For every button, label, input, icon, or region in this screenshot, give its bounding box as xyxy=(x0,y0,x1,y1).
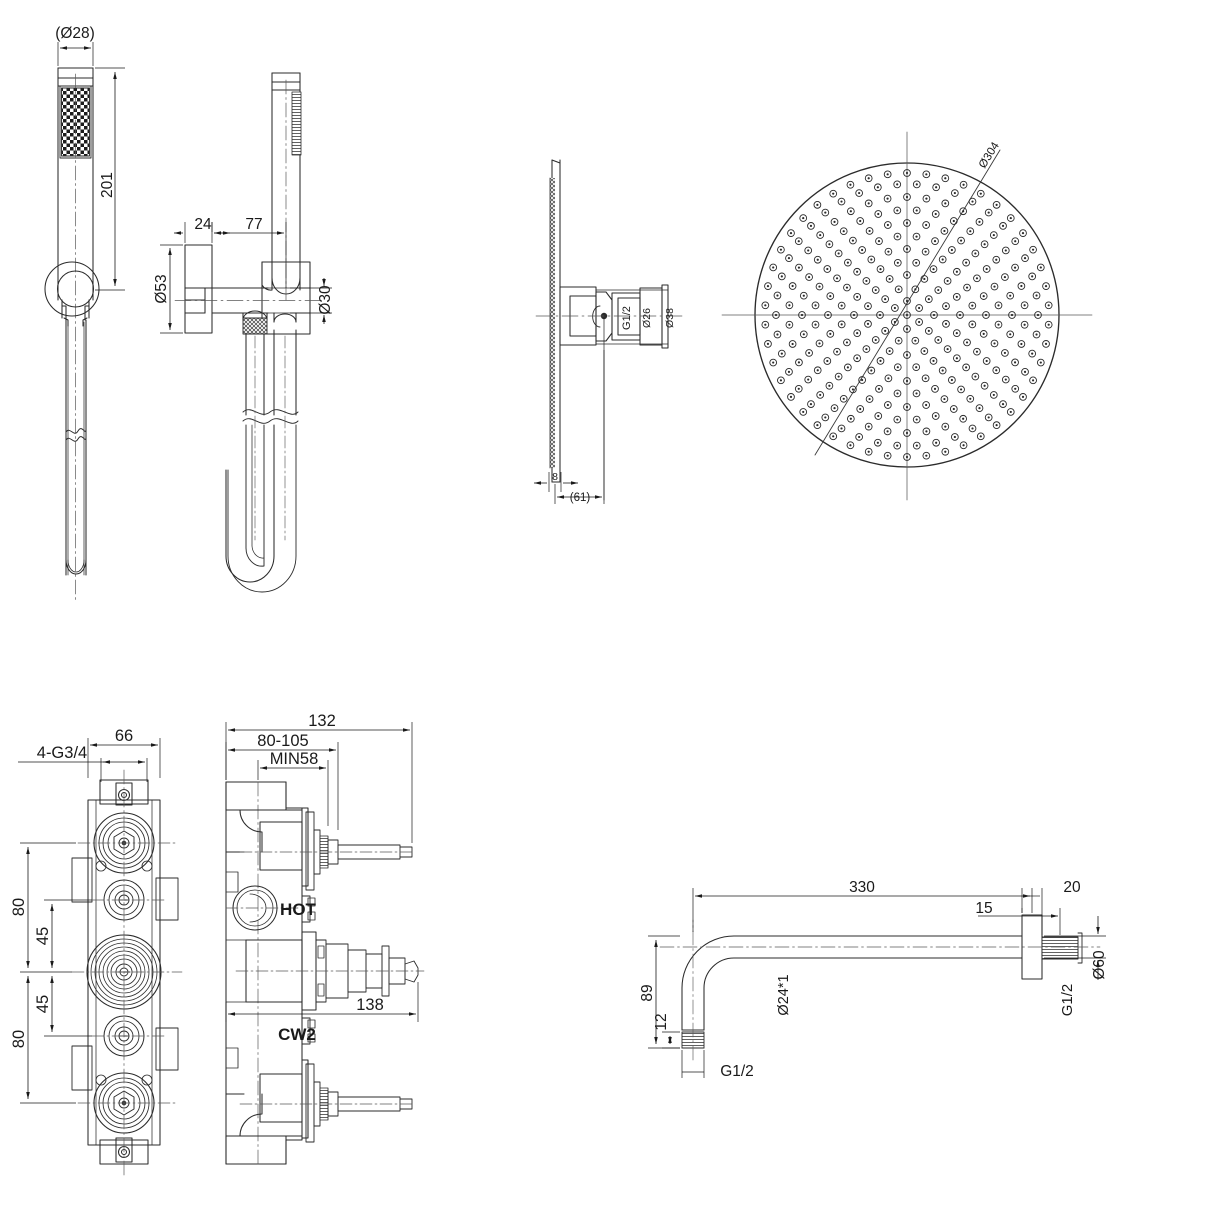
dim-text-rainhead-inner-dia: Ø26 xyxy=(641,308,653,328)
valve-front-view xyxy=(71,769,183,1176)
dim-outlet-thread-length xyxy=(662,1031,680,1049)
label-hot-marking: HOT xyxy=(280,900,317,919)
dimension-text-group: (Ø28) 201 24 77 Ø53 Ø30 G1/2 Ø26 Ø38 8 (… xyxy=(10,25,1108,1080)
dim-text-rainhead-depth: (61) xyxy=(570,492,591,504)
shower-arm-view xyxy=(659,914,1101,1061)
dim-text-arm-inlet-thread: G1/2 xyxy=(1059,984,1076,1017)
dim-cartridge-depth xyxy=(225,982,419,1022)
dim-text-holder-outlet-dia: Ø30 xyxy=(317,285,334,315)
dim-text-thread-length: 15 xyxy=(975,900,992,917)
dim-holder-flange-dia xyxy=(160,244,183,334)
dim-text-valve-width: 66 xyxy=(115,727,133,745)
dim-valve-spacings xyxy=(20,842,92,1104)
dim-valve-depth xyxy=(225,722,413,843)
dim-text-flange-thickness: 20 xyxy=(1063,879,1081,896)
dim-arm-length xyxy=(692,888,1033,932)
dim-text-cartridge-depth: 138 xyxy=(356,996,384,1014)
dim-text-spacing-bottom: 80 xyxy=(10,1030,28,1048)
dim-holder-outlet-dia xyxy=(290,278,332,324)
dim-text-arm-flange-dia: Ø60 xyxy=(1091,950,1108,980)
valve-side-view xyxy=(225,781,425,1165)
dim-wall-depth-range xyxy=(225,742,339,830)
dim-text-outlet-thread-length: 12 xyxy=(653,1013,670,1030)
dim-text-port-thread: 4-G3/4 xyxy=(37,744,87,762)
dim-text-valve-depth: 132 xyxy=(308,712,336,730)
dim-text-rainhead-face-dia: Ø304 xyxy=(977,140,1002,171)
dim-thread-length xyxy=(978,908,1061,935)
dim-text-spacing-upper-mid: 45 xyxy=(34,927,52,945)
dim-text-spacing-top: 80 xyxy=(10,898,28,916)
dim-minimum-depth xyxy=(257,760,329,826)
dim-handshower-length xyxy=(95,67,125,291)
dim-text-minimum-depth: MIN58 xyxy=(270,750,319,768)
dim-text-holder-depth: 24 xyxy=(194,216,212,233)
label-cold-marking: CW2 xyxy=(278,1025,316,1044)
handshower-front-view xyxy=(44,67,100,601)
dim-outlet-thread-witness xyxy=(681,1050,705,1078)
dim-text-wall-depth-range: 80-105 xyxy=(257,732,308,750)
dim-text-arm-drop: 89 xyxy=(639,984,656,1001)
dim-text-arm-outlet-thread: G1/2 xyxy=(720,1063,754,1080)
dim-text-plate-thickness: 8 xyxy=(552,471,558,483)
dim-text-handshower-diameter: (Ø28) xyxy=(55,25,95,42)
dim-text-handshower-length: 201 xyxy=(99,172,116,198)
dim-text-arm-length: 330 xyxy=(849,879,875,896)
dim-holder-projection xyxy=(211,222,287,288)
dim-arm-flange-dia xyxy=(1044,916,1106,980)
dim-text-holder-flange-dia: Ø53 xyxy=(153,274,170,303)
dim-text-spacing-lower-mid: 45 xyxy=(34,995,52,1013)
dim-rainhead-depth xyxy=(554,350,605,504)
dim-plate-thickness xyxy=(534,472,578,492)
dim-text-rainhead-outer-dia: Ø38 xyxy=(664,308,676,328)
dim-valve-width xyxy=(87,738,161,782)
dim-handshower-diameter xyxy=(57,42,94,66)
dim-text-tube-diameter: Ø24*1 xyxy=(776,974,792,1015)
dim-text-holder-projection: 77 xyxy=(245,216,262,233)
dim-text-rainhead-thread: G1/2 xyxy=(621,306,633,330)
